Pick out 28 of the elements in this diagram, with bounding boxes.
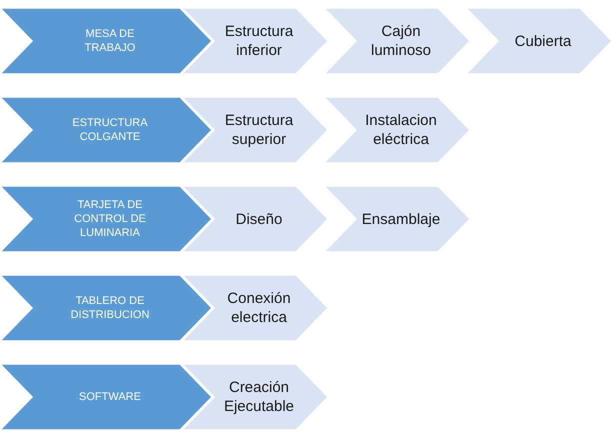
step-label: SOFTWARE: [79, 390, 141, 404]
step-label: Cajón luminoso: [370, 22, 432, 60]
step-label: Estructura inferior: [224, 22, 294, 60]
step-label: Ensamblaje: [362, 210, 440, 228]
task-box: [182, 364, 328, 430]
phase-heading-box: [0, 186, 212, 252]
step-label: Estructura superior: [224, 111, 294, 149]
step-label: TABLERO DE DISTRIBUCION: [70, 294, 150, 322]
task-box: [182, 97, 328, 163]
task-box: [182, 275, 328, 341]
task-box: [182, 186, 328, 252]
step-label: TARJETA DE CONTROL DE LUMINARIA: [73, 198, 147, 240]
step-label: Creación Ejecutable: [222, 378, 296, 416]
step-label: Instalacion eléctrica: [364, 111, 438, 149]
phase-heading-box: [0, 97, 212, 163]
phase-heading-box: [0, 364, 212, 430]
task-box: [324, 8, 470, 74]
task-box: [324, 186, 470, 252]
step-label: Conexión electrica: [226, 289, 292, 327]
step-label: Cubierta: [514, 32, 572, 50]
step-label: ESTRUCTURA COLGANTE: [71, 116, 149, 144]
step-label: MESA DE TRABAJO: [84, 27, 136, 55]
task-box: [324, 97, 470, 163]
phase-heading-box: [0, 275, 212, 341]
phase-heading-box: [0, 8, 212, 74]
task-box: [466, 8, 611, 74]
step-label: Diseño: [236, 210, 282, 228]
task-box: [182, 8, 328, 74]
